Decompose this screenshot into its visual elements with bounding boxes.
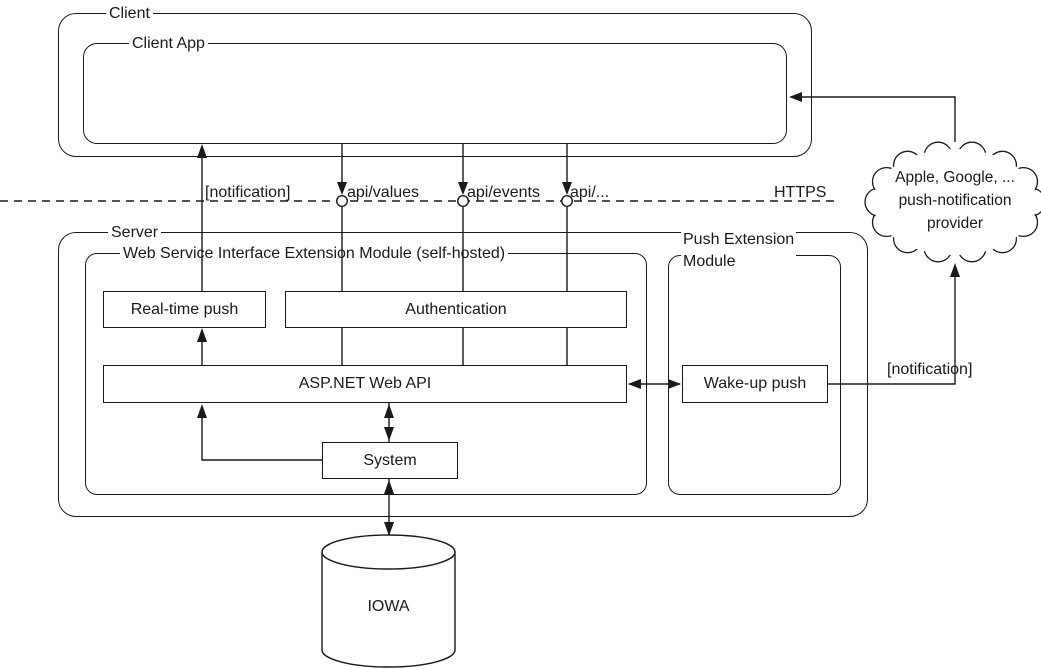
aspnet-web-api-node: ASP.NET Web API [103,365,627,403]
server-box-label: Server [108,224,162,241]
iowa-database-cylinder [321,534,456,668]
cylinder-body [321,552,456,668]
client-app-box [83,43,787,144]
api-more-endpoint-label: api/... [570,184,610,201]
push-provider-cloud [864,141,1041,263]
notification-edge-label: [notification] [205,184,291,201]
https-protocol-label: HTTPS [774,184,827,201]
cloud-label-line2: push-notification [898,192,1012,209]
client-container-box [58,13,812,157]
client-box-label: Client [106,5,153,22]
wakeup-push-node: Wake-up push [682,365,828,403]
iowa-database-label: IOWA [367,598,410,615]
cloud-label-line3: provider [927,215,983,232]
client-app-box-label: Client App [129,35,208,52]
wakeup-notification-label: [notification] [887,361,973,378]
push-extension-module-label: Push Extension Module [681,229,797,272]
api-values-endpoint-label: api/values [347,184,420,201]
api-events-endpoint-label: api/events [467,184,540,201]
push-provider-cloud-label: Apple, Google, ... push-notification pro… [868,166,1041,235]
cloud-label-line1: Apple, Google, ... [895,169,1015,186]
authentication-node: Authentication [285,291,627,328]
push-extension-label-line2: Module [683,252,736,270]
push-extension-label-line1: Push Extension [683,231,795,248]
system-node: System [322,442,458,479]
realtime-push-node: Real-time push [103,291,266,328]
cloud-inner-fill [873,149,1037,255]
web-service-module-label: Web Service Interface Extension Module (… [120,245,509,262]
